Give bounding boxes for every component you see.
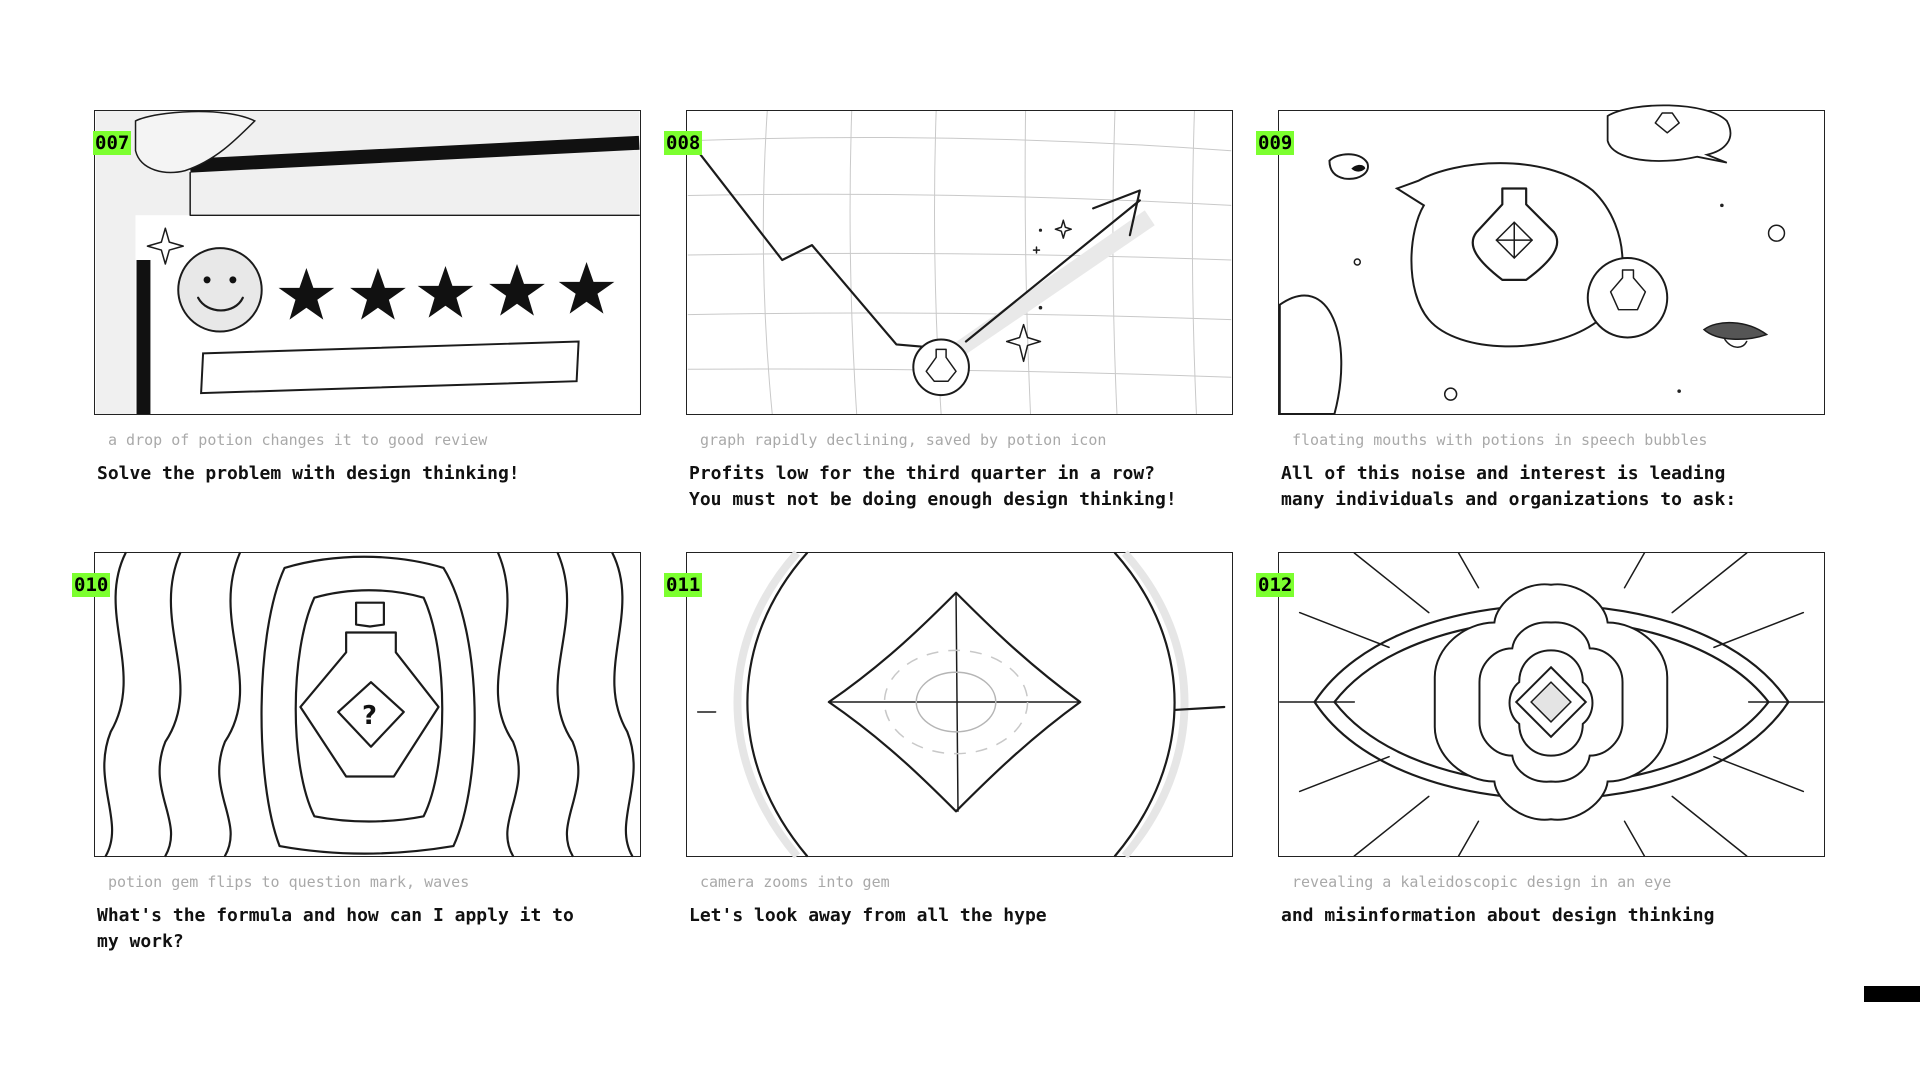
panel-number-badge: 011 (664, 573, 703, 597)
panel-caption: Profits low for the third quarter in a r… (689, 463, 1177, 510)
storyboard-panel-010: ? 010 potion gem flips to question mark,… (72, 551, 641, 955)
panel-frame-012: 012 (1256, 552, 1825, 857)
svg-text:?: ? (362, 701, 377, 731)
panel-description: graph rapidly declining, saved by potion… (700, 431, 1107, 449)
storyboard-panel-008: 008 graph rapidly declining, saved by po… (664, 110, 1233, 513)
panel-number-badge: 008 (664, 131, 703, 155)
panel-frame-011: 011 (664, 550, 1233, 859)
storyboard-panel-012: 012 revealing a kaleidoscopic design in … (1256, 552, 1825, 929)
panel-caption: All of this noise and interest is leadin… (1281, 463, 1737, 510)
graph-sketch (687, 110, 1232, 415)
panel-caption: Let's look away from all the hype (689, 905, 1047, 926)
panel-description: a drop of potion changes it to good revi… (108, 431, 488, 449)
panel-frame-008: 008 (664, 110, 1233, 415)
gem-zoom-sketch (696, 550, 1226, 859)
panel-description: floating mouths with potions in speech b… (1292, 431, 1708, 449)
review-sketch (95, 110, 640, 414)
panel-description: camera zooms into gem (700, 873, 890, 891)
panel-frame-007: 007 (93, 110, 641, 415)
panel-description: potion gem flips to question mark, waves (108, 873, 470, 891)
panel-caption: Solve the problem with design thinking! (97, 463, 520, 484)
storyboard-panel-007: 007 a drop of potion changes it to good … (93, 110, 641, 487)
panel-number-badge: 009 (1256, 131, 1295, 155)
panel-number-badge: 010 (72, 573, 111, 597)
panel-number-badge: 012 (1256, 573, 1295, 597)
panel-frame-010: ? 010 (72, 551, 641, 858)
speech-bubbles-sketch (1278, 104, 1786, 415)
panel-description: revealing a kaleidoscopic design in an e… (1292, 873, 1672, 891)
kaleidoscope-eye-sketch (1279, 552, 1824, 857)
panel-caption: What's the formula and how can I apply i… (97, 905, 574, 952)
panel-number-badge: 007 (93, 131, 132, 155)
panel-frame-009: 009 (1256, 104, 1825, 415)
storyboard-panel-009: 009 floating mouths with potions in spee… (1256, 104, 1825, 513)
panel-caption: and misinformation about design thinking (1281, 905, 1715, 926)
potion-waves-sketch: ? (103, 551, 635, 858)
storyboard-panel-011: 011 camera zooms into gem Let's look awa… (664, 550, 1233, 929)
page-marker (1864, 986, 1920, 1002)
